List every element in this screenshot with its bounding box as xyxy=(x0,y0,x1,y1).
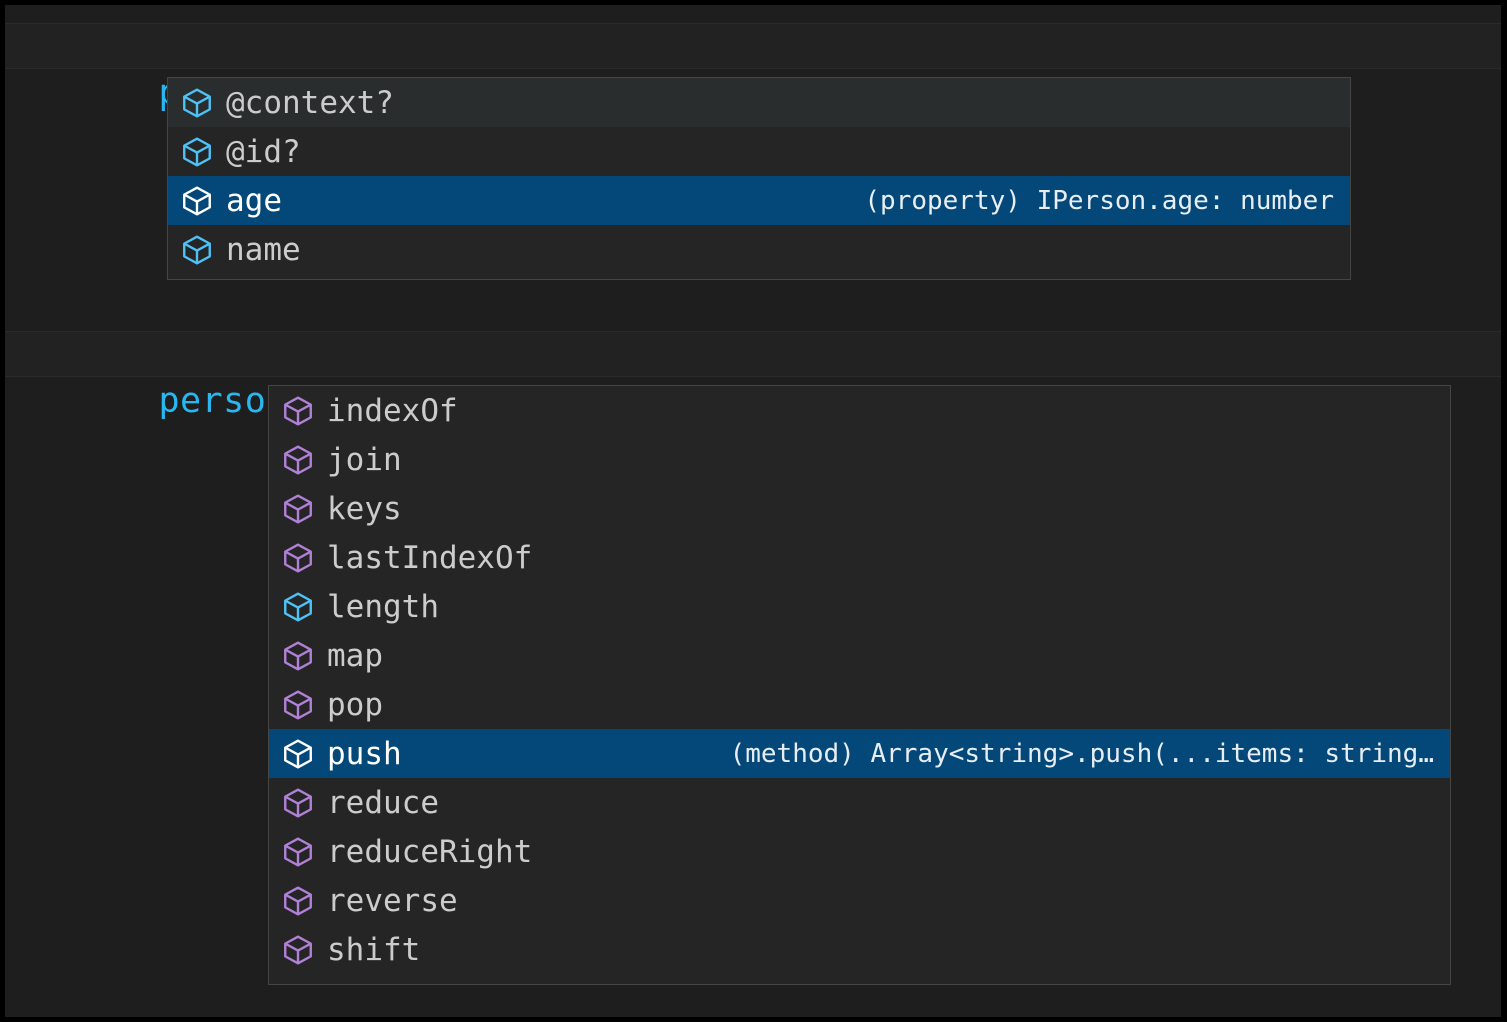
completion-item[interactable]: length xyxy=(269,582,1450,631)
completion-item-label: reduce xyxy=(327,784,439,821)
completion-item[interactable]: join xyxy=(269,435,1450,484)
code-line-2[interactable]: person.name.; xyxy=(5,331,1501,421)
code-line-1[interactable]: person.; xyxy=(5,23,1501,113)
completion-item-label: keys xyxy=(327,490,402,527)
completion-item-label: reduceRight xyxy=(327,833,533,870)
method-cube-icon xyxy=(284,787,312,818)
completion-item[interactable]: lastIndexOf xyxy=(269,533,1450,582)
completion-item[interactable]: shift xyxy=(269,925,1450,974)
completion-item[interactable]: age (property) IPerson.age: number xyxy=(168,176,1350,225)
completion-item-label: join xyxy=(327,441,402,478)
completion-item[interactable]: reverse xyxy=(269,876,1450,925)
method-cube-icon xyxy=(284,640,312,671)
completion-item[interactable]: @id? xyxy=(168,127,1350,176)
property-cube-icon xyxy=(183,136,211,167)
completion-item-label: age xyxy=(226,182,282,219)
method-cube-icon xyxy=(284,934,312,965)
code-editor[interactable]: person.; person.name.; @context? @id? age (… xyxy=(5,5,1501,1017)
completion-item[interactable]: @context? xyxy=(168,78,1350,127)
completion-item[interactable]: keys xyxy=(269,484,1450,533)
completion-item-label: @id? xyxy=(226,133,301,170)
completion-item-label: length xyxy=(327,588,439,625)
error-squiggle-icon xyxy=(131,58,153,68)
completion-item-label: name xyxy=(226,231,301,268)
method-cube-icon xyxy=(284,885,312,916)
property-cube-icon xyxy=(183,234,211,265)
method-cube-icon xyxy=(284,542,312,573)
completion-item-label: pop xyxy=(327,686,383,723)
completion-item-label: push xyxy=(327,735,402,772)
property-cube-icon xyxy=(183,87,211,118)
completion-item[interactable]: indexOf xyxy=(269,386,1450,435)
completion-item-label: @context? xyxy=(226,84,394,121)
error-squiggle-icon xyxy=(233,366,255,376)
completion-item-label: map xyxy=(327,637,383,674)
property-cube-icon xyxy=(183,185,211,216)
completion-item-label: indexOf xyxy=(327,392,458,429)
completion-item-label: reverse xyxy=(327,882,458,919)
completion-item[interactable]: push (method) Array<string>.push(...items… xyxy=(269,729,1450,778)
completion-item[interactable]: name xyxy=(168,225,1350,274)
completion-list-person-name[interactable]: indexOf join keys lastIndexOf length map pop pu… xyxy=(268,385,1451,985)
token-variable-person: person xyxy=(158,381,288,421)
completion-item[interactable]: reduceRight xyxy=(269,827,1450,876)
method-cube-icon xyxy=(284,395,312,426)
method-cube-icon xyxy=(284,738,312,769)
method-cube-icon xyxy=(284,836,312,867)
error-squiggle-icon xyxy=(263,366,285,376)
property-cube-icon xyxy=(284,591,312,622)
method-cube-icon xyxy=(284,444,312,475)
completion-item[interactable]: pop xyxy=(269,680,1450,729)
completion-item[interactable]: reduce xyxy=(269,778,1450,827)
completion-item-detail: (property) IPerson.age: number xyxy=(864,185,1334,216)
completion-item[interactable]: map xyxy=(269,631,1450,680)
completion-item-label: lastIndexOf xyxy=(327,539,533,576)
completion-item-label: shift xyxy=(327,931,421,968)
method-cube-icon xyxy=(284,689,312,720)
error-squiggle-icon xyxy=(161,58,183,68)
completion-item-detail: (method) Array<string>.push(...items: st… xyxy=(729,738,1434,769)
completion-list-person[interactable]: @context? @id? age (property) IPerson.age: … xyxy=(167,77,1351,280)
method-cube-icon xyxy=(284,493,312,524)
